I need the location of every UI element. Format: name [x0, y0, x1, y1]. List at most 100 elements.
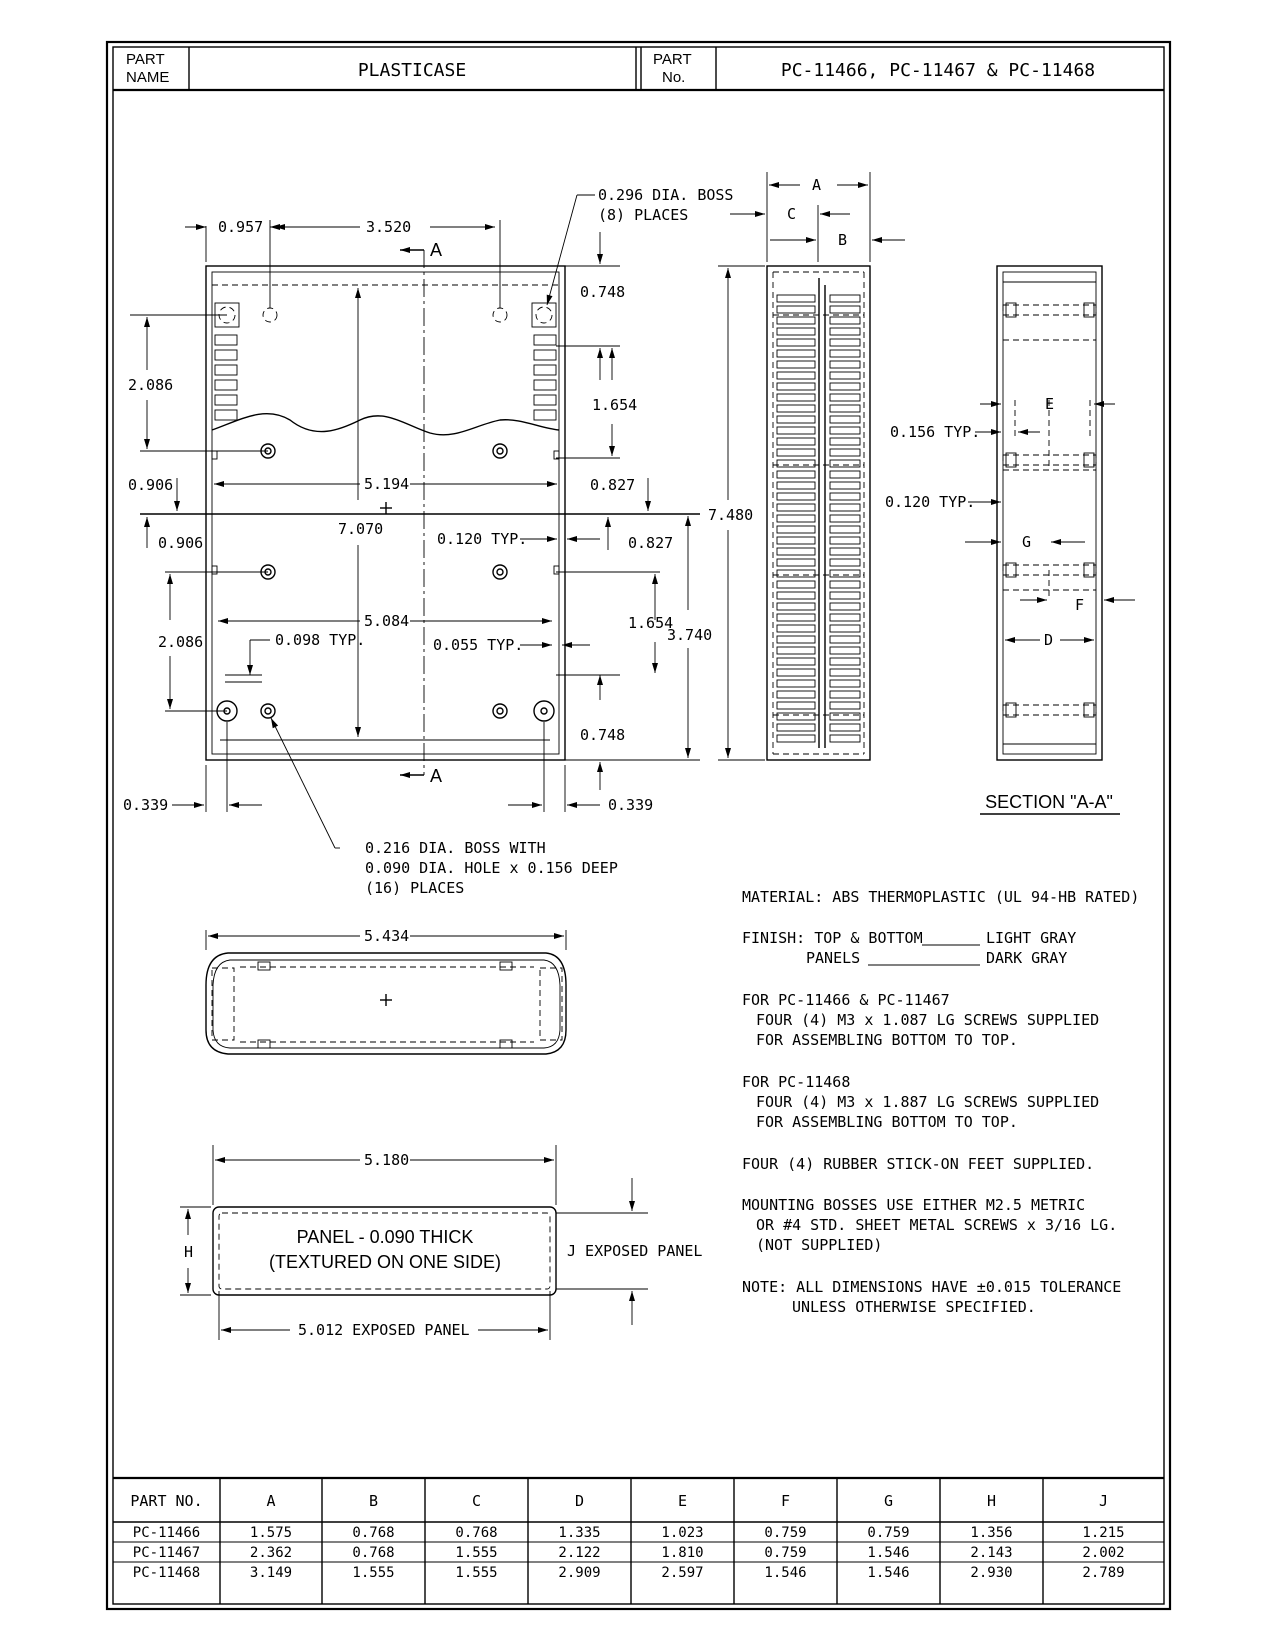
section-rib-clip: [1083, 562, 1095, 578]
side-rib: [829, 635, 861, 644]
table-header-cell: G: [884, 1492, 893, 1510]
section-rib-clip: [1005, 702, 1017, 718]
side-rib: [829, 723, 861, 732]
side-rib: [776, 712, 816, 721]
inner-border: [112, 46, 1165, 1605]
side-rib: [829, 448, 861, 457]
table-header-cell: D: [575, 1492, 584, 1510]
note-material: MATERIAL: ABS THERMOPLASTIC (UL 94-HB RA…: [742, 888, 1139, 906]
side-rib: [776, 316, 816, 325]
side-rib: [829, 734, 861, 743]
table-header-cell: J: [1099, 1492, 1108, 1510]
section-rib: [1002, 564, 1097, 576]
side-rib: [829, 393, 861, 402]
dim-d: D: [1044, 631, 1053, 649]
section-rib-clip: [1005, 562, 1017, 578]
note-tolerance-1: NOTE: ALL DIMENSIONS HAVE ±0.015 TOLERAN…: [742, 1278, 1121, 1296]
side-rib: [829, 338, 861, 347]
side-rib: [829, 426, 861, 435]
note-bosses-2: OR #4 STD. SHEET METAL SCREWS x 3/16 LG.: [756, 1216, 1117, 1234]
panel-label-1: PANEL - 0.090 THICK: [297, 1227, 474, 1247]
side-rib: [829, 525, 861, 534]
table-cell: 1.356: [970, 1525, 1012, 1541]
hole-note-3: (16) PLACES: [365, 879, 464, 897]
dim-7480: 7.480: [708, 506, 753, 524]
side-rib: [776, 723, 816, 732]
table-cell: 1.575: [250, 1525, 292, 1541]
table-header-cell: PART NO.: [130, 1492, 202, 1510]
dim-0120: 0.120 TYP.: [437, 530, 527, 548]
dim-7070: 7.070: [338, 520, 383, 538]
side-rib: [829, 547, 861, 556]
side-rib: [829, 305, 861, 314]
section-rib-clip: [1005, 302, 1017, 318]
table-cell: 2.930: [970, 1565, 1012, 1581]
note-finish-3: PANELS: [806, 949, 860, 967]
panel-label-2: (TEXTURED ON ONE SIDE): [269, 1252, 501, 1272]
table-cell: 1.215: [1082, 1525, 1124, 1541]
note-screws-a-1: FOR PC-11466 & PC-11467: [742, 991, 950, 1009]
section-ribs: [1002, 302, 1097, 718]
side-rib: [829, 404, 861, 413]
side-rib: [829, 371, 861, 380]
side-rib: [829, 624, 861, 633]
side-rib: [829, 459, 861, 468]
note-finish-1: FINISH: TOP & BOTTOM: [742, 929, 923, 947]
side-rib: [829, 360, 861, 369]
part-name-label-2: NAME: [126, 69, 169, 86]
section-view: E 0.156 TYP. 0.120 TYP. G F D SECTION "A…: [885, 265, 1135, 815]
note-finish-4: DARK GRAY: [986, 949, 1067, 967]
side-rib: [829, 514, 861, 523]
side-rib: [829, 327, 861, 336]
note-screws-a-2: FOUR (4) M3 x 1.087 LG SCREWS SUPPLIED: [756, 1011, 1099, 1029]
side-rib: [776, 481, 816, 490]
side-rib: [776, 426, 816, 435]
side-rib: [776, 437, 816, 446]
side-rib: [776, 701, 816, 710]
table-header-cell: A: [266, 1492, 275, 1510]
side-rib: [776, 371, 816, 380]
side-rib: [829, 558, 861, 567]
table-cell: 2.909: [558, 1565, 600, 1581]
side-rib: [776, 503, 816, 512]
dim-3520: 3.520: [366, 218, 411, 236]
table-cell: 1.555: [455, 1545, 497, 1561]
table-cell: 2.789: [1082, 1565, 1124, 1581]
side-rib: [776, 536, 816, 545]
side-rib: [776, 613, 816, 622]
side-rib: [829, 294, 861, 303]
side-rib: [829, 591, 861, 600]
side-rib: [776, 360, 816, 369]
side-rib: [829, 536, 861, 545]
side-rib: [829, 712, 861, 721]
table-cell: 1.546: [867, 1545, 909, 1561]
table-cell: 1.546: [867, 1565, 909, 1581]
note-bosses-1: MOUNTING BOSSES USE EITHER M2.5 METRIC: [742, 1196, 1085, 1214]
note-screws-b-1: FOR PC-11468: [742, 1073, 850, 1091]
note-screws-a-3: FOR ASSEMBLING BOTTOM TO TOP.: [756, 1031, 1018, 1049]
part-no: PC-11466, PC-11467 & PC-11468: [781, 60, 1095, 81]
side-rib: [829, 382, 861, 391]
side-rib: [829, 316, 861, 325]
notes: MATERIAL: ABS THERMOPLASTIC (UL 94-HB RA…: [742, 888, 1139, 1316]
note-finish-2: LIGHT GRAY: [986, 929, 1076, 947]
dim-g: G: [1022, 533, 1031, 551]
note-tolerance-2: UNLESS OTHERWISE SPECIFIED.: [792, 1298, 1036, 1316]
part-name-label-1: PART: [126, 51, 165, 68]
dim-0098: 0.098 TYP.: [275, 631, 365, 649]
side-rib: [776, 404, 816, 413]
section-a-bottom: A: [430, 766, 442, 786]
dim-5084: 5.084: [364, 612, 409, 630]
outer-border: [105, 40, 1172, 1611]
part-no-label-2: No.: [662, 69, 685, 86]
dim-5194: 5.194: [364, 475, 409, 493]
table-cell: 1.335: [558, 1525, 600, 1541]
section-rib-clip: [1083, 302, 1095, 318]
table-cell: 1.546: [764, 1565, 806, 1581]
side-rib: [829, 690, 861, 699]
boss-note-2: (8) PLACES: [598, 206, 688, 224]
dim-c: C: [787, 205, 796, 223]
dim-0339-left: 0.339: [123, 796, 168, 814]
table-cell: 1.555: [455, 1565, 497, 1581]
hole-note-2: 0.090 DIA. HOLE x 0.156 DEEP: [365, 859, 618, 877]
